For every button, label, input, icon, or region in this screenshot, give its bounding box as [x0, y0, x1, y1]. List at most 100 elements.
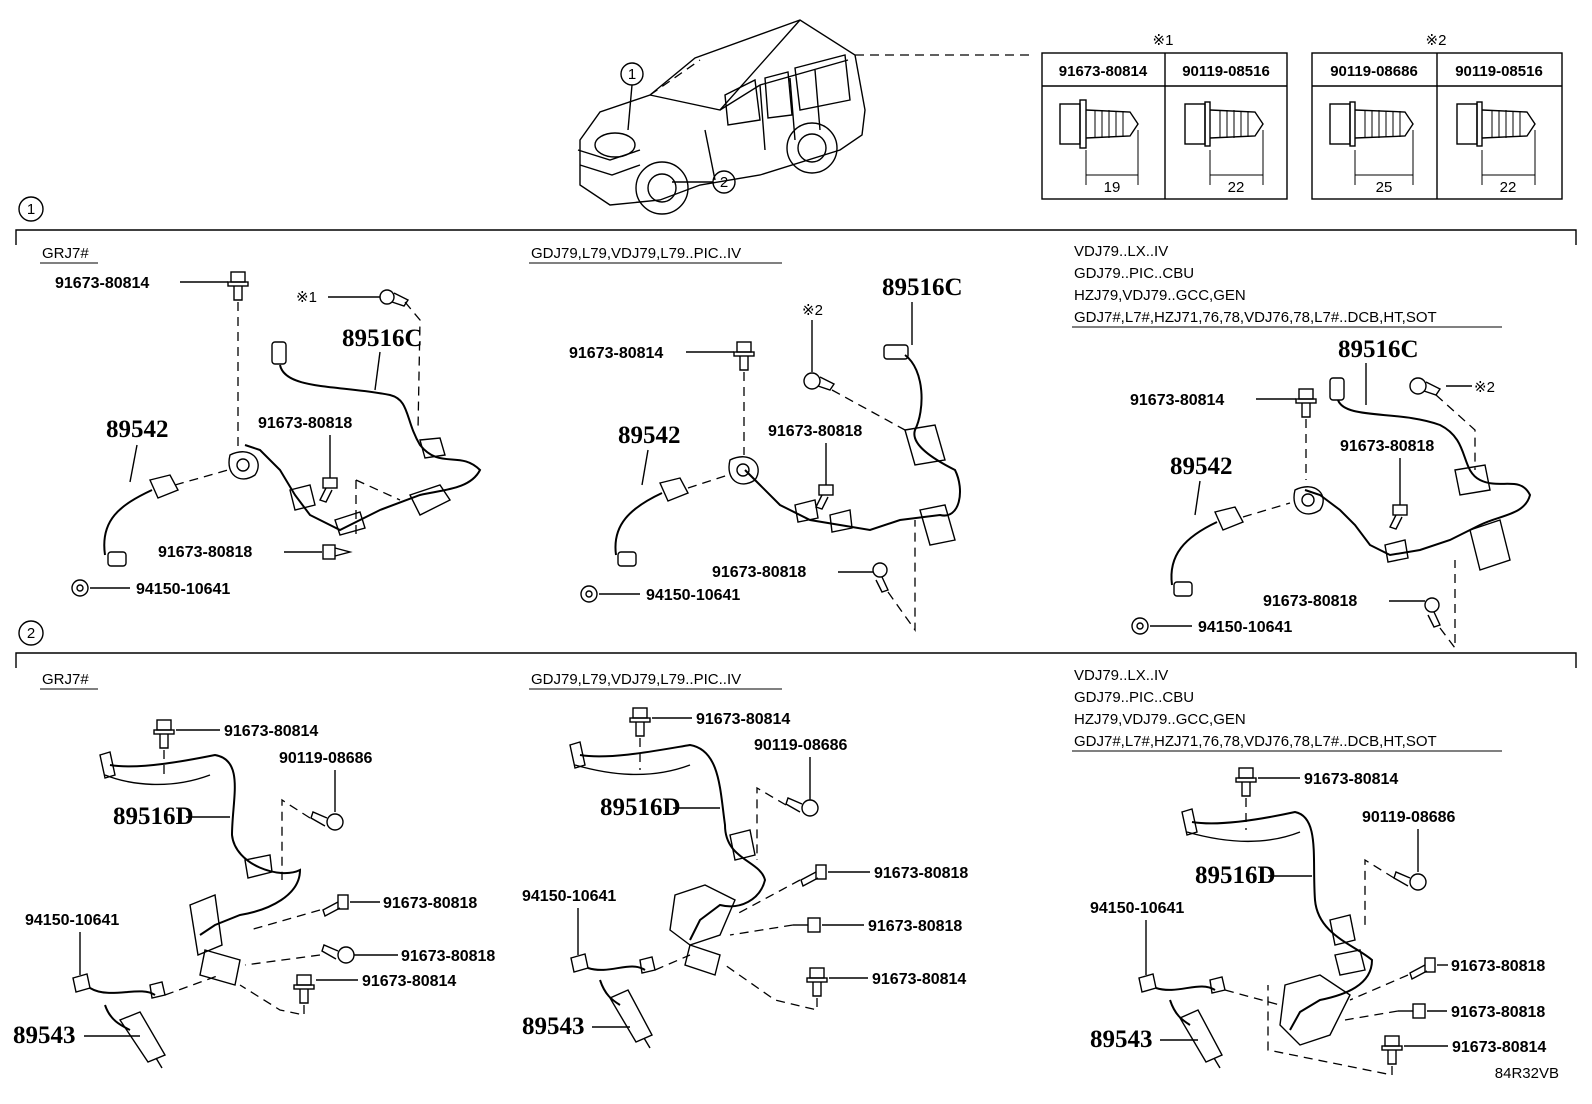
part-label-94150-10641: 94150-10641 — [25, 912, 119, 929]
ref-mark-label: ※2 — [1474, 379, 1495, 396]
part-label-90119-08686: 90119-08686 — [754, 737, 848, 754]
part-label-91673-80818: 91673-80818 — [383, 895, 477, 912]
bolt-icon — [1329, 101, 1414, 185]
bolt-icon — [293, 974, 315, 1004]
speed-sensor-harness — [99, 751, 302, 986]
part-label-91673-80818: 91673-80818 — [768, 423, 862, 440]
bolt-icon — [1409, 377, 1442, 396]
ref-table-2-pn-2: 90119-08516 — [1455, 63, 1543, 80]
part-label-91673-80818: 91673-80818 — [1451, 958, 1545, 975]
abs-sensor — [614, 456, 759, 567]
part-label-94150-10641: 94150-10641 — [136, 581, 230, 598]
bolt-icon — [310, 811, 344, 831]
part-label-94150-10641: 94150-10641 — [1198, 619, 1292, 636]
bolt-icon — [322, 544, 353, 560]
condition-label: GDJ79,L79,VDJ79,L79..PIC..IV — [531, 671, 741, 688]
part-label-91673-80814: 91673-80814 — [569, 345, 663, 362]
part-label-91673-80814: 91673-80814 — [696, 711, 790, 728]
bolt-icon — [1381, 1035, 1403, 1065]
bolt-icon — [227, 271, 249, 301]
bolt-icon — [321, 944, 355, 964]
nut-icon — [71, 579, 89, 597]
part-label-91673-80818: 91673-80818 — [258, 415, 352, 432]
diagram-id: 84R32VB — [1495, 1065, 1559, 1082]
part-label-91673-80818: 91673-80818 — [874, 865, 968, 882]
part-label-89543: 89543 — [1090, 1026, 1153, 1053]
s2-panel-vdj: VDJ79..LX..IV GDJ79..PIC..CBU HZJ79,VDJ7… — [1072, 667, 1546, 1076]
section-1-number: 1 — [27, 201, 35, 218]
section-2-header: 2 — [15, 620, 1577, 668]
part-label-89543: 89543 — [522, 1013, 585, 1040]
reference-table-1: ※1 91673-80814 90119-08516 19 22 — [1041, 32, 1288, 200]
part-label-94150-10641: 94150-10641 — [522, 888, 616, 905]
abs-sensor — [587, 956, 656, 1049]
speed-sensor-harness — [1181, 808, 1374, 1046]
bolt-icon — [1409, 957, 1436, 981]
bolt-icon — [153, 719, 175, 749]
part-label-89516D: 89516D — [113, 803, 194, 830]
bolt-icon — [815, 484, 834, 510]
abs-sensor — [1170, 486, 1324, 597]
vehicle-illustration: 1 2 — [577, 19, 1030, 215]
part-label-91673-80814: 91673-80814 — [1130, 392, 1224, 409]
bolt-icon — [803, 372, 836, 391]
abs-sensor — [89, 981, 167, 1069]
part-label-89516C: 89516C — [1338, 336, 1419, 363]
bolt-icon — [629, 707, 651, 737]
condition-label: GRJ7# — [42, 671, 89, 688]
bolt-icon — [1424, 597, 1441, 628]
bolt-icon — [1398, 1003, 1426, 1019]
bolt-icon — [785, 797, 819, 817]
flange-bolt-icon — [1059, 99, 1139, 185]
nut-icon — [580, 585, 598, 603]
reference-table-2: ※2 90119-08686 90119-08516 25 22 — [1311, 32, 1563, 200]
part-label-89516C: 89516C — [882, 274, 963, 301]
part-label-89542: 89542 — [106, 416, 169, 443]
condition-label: GDJ79..PIC..CBU — [1074, 689, 1194, 706]
s1-panel-vdj: VDJ79..LX..IV GDJ79..PIC..CBU HZJ79,VDJ7… — [1072, 243, 1532, 650]
bolt-icon — [1389, 504, 1408, 530]
ref-table-1-length-2: 22 — [1228, 179, 1245, 196]
condition-label: GDJ7#,L7#,HZJ71,76,78,VDJ76,78,L7#..DCB,… — [1074, 733, 1437, 750]
bolt-icon — [319, 477, 338, 503]
part-label-89516C: 89516C — [342, 325, 423, 352]
condition-label: VDJ79..LX..IV — [1074, 243, 1168, 260]
abs-sensor — [103, 451, 259, 567]
nut-icon — [1138, 973, 1157, 993]
ref-mark-label: ※2 — [802, 302, 823, 319]
part-label-89543: 89543 — [13, 1022, 76, 1049]
callout-1-label: 1 — [628, 66, 636, 83]
ref-mark-label: ※1 — [296, 289, 317, 306]
part-label-90119-08686: 90119-08686 — [1362, 809, 1456, 826]
part-label-91673-80818: 91673-80818 — [868, 918, 962, 935]
bolt-icon — [322, 894, 349, 918]
speed-sensor-harness — [244, 341, 482, 536]
part-label-89542: 89542 — [1170, 453, 1233, 480]
part-label-94150-10641: 94150-10641 — [646, 587, 740, 604]
part-label-91673-80818: 91673-80818 — [1340, 438, 1434, 455]
part-label-91673-80818: 91673-80818 — [158, 544, 252, 561]
part-label-89542: 89542 — [618, 422, 681, 449]
ref-table-2-length-1: 25 — [1376, 179, 1393, 196]
part-label-91673-80818: 91673-80818 — [1263, 593, 1357, 610]
s2-panel-gdj: GDJ79,L79,VDJ79,L79..PIC..IV 91673-80814… — [522, 671, 968, 1049]
bolt-icon — [1184, 101, 1264, 185]
condition-label: GDJ79..PIC..CBU — [1074, 265, 1194, 282]
condition-label: GDJ7#,L7#,HZJ71,76,78,VDJ76,78,L7#..DCB,… — [1074, 309, 1437, 326]
part-label-91673-80814: 91673-80814 — [55, 275, 149, 292]
speed-sensor-harness — [744, 344, 961, 546]
ref-mark-2: ※2 — [1426, 32, 1447, 49]
ref-table-1-length-1: 19 — [1104, 179, 1121, 196]
ref-table-2-length-2: 22 — [1500, 179, 1517, 196]
condition-label: VDJ79..LX..IV — [1074, 667, 1168, 684]
nut-icon — [72, 973, 91, 993]
part-label-89516D: 89516D — [600, 794, 681, 821]
section-2-number: 2 — [27, 625, 35, 642]
part-label-91673-80818: 91673-80818 — [712, 564, 806, 581]
nut-icon — [570, 953, 589, 973]
part-label-94150-10641: 94150-10641 — [1090, 900, 1184, 917]
bolt-icon — [806, 967, 828, 997]
bolt-icon — [733, 341, 755, 371]
